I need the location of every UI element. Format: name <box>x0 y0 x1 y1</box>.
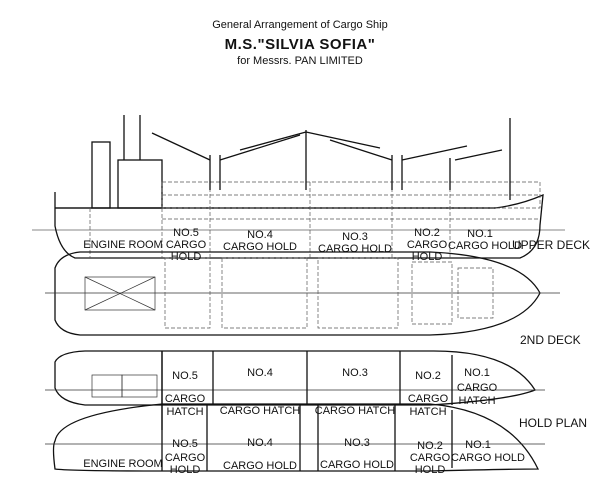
hold-no4-label: CARGO HOLD <box>223 460 297 472</box>
profile-view: ENGINE ROOM NO.5 CARGO HOLD NO.4 CARGO H… <box>32 115 565 263</box>
second-deck-label: 2ND DECK <box>520 333 581 347</box>
hold-no2-label: CARGO <box>410 452 451 464</box>
profile-no1-label: CARGO HOLD <box>448 240 522 252</box>
hold-no1-label: CARGO HOLD <box>451 452 525 464</box>
profile-no4-label: NO.4 <box>247 229 273 241</box>
upper-deck-plan: UPPER DECK <box>45 238 590 336</box>
upper-deck-label: UPPER DECK <box>512 238 590 252</box>
deck2-no2-label: HATCH <box>409 406 446 418</box>
hold-no5-label: NO.5 <box>172 438 198 450</box>
deck2-no1-label: NO.1 <box>464 367 490 379</box>
hold-no2-label: NO.2 <box>417 440 443 452</box>
cargo-derricks <box>151 118 511 200</box>
deck2-no2-label: NO.2 <box>415 370 441 382</box>
profile-no2-label: CARGO <box>407 239 448 251</box>
deck2-no3-label: CARGO HATCH <box>315 405 396 417</box>
hold-no4-label: NO.4 <box>247 437 273 449</box>
funnel <box>91 141 111 209</box>
hold-no2-label: HOLD <box>415 464 446 476</box>
superstructure <box>117 159 163 209</box>
hold-engine-room-label: ENGINE ROOM <box>83 458 162 470</box>
hold-no1-label: NO.1 <box>465 439 491 451</box>
profile-no5-label: HOLD <box>171 251 202 263</box>
deck2-no3-label: NO.3 <box>342 367 368 379</box>
profile-no3-label: CARGO HOLD <box>318 243 392 255</box>
deck2-no5-label: NO.5 <box>172 370 198 382</box>
hold-no3-label: CARGO HOLD <box>320 459 394 471</box>
second-deck-plan: 2ND DECK NO.5 CARGO HATCH NO.4 CARGO HAT… <box>45 333 581 430</box>
profile-no2-label: HOLD <box>412 251 443 263</box>
profile-no5-label: CARGO <box>166 239 207 251</box>
profile-no4-label: CARGO HOLD <box>223 241 297 253</box>
profile-engine-room-label: ENGINE ROOM <box>83 239 162 251</box>
hold-no5-label: HOLD <box>170 464 201 476</box>
profile-no2-label: NO.2 <box>414 227 440 239</box>
drawing-title: General Arrangement of Cargo Ship <box>212 19 388 31</box>
hold-plan: HOLD PLAN ENGINE ROOM NO.5 CARGO HOLD NO… <box>45 403 587 476</box>
deck2-no1-label: HATCH <box>458 395 495 407</box>
hold-no3-label: NO.3 <box>344 437 370 449</box>
deck2-no4-label: NO.4 <box>247 367 273 379</box>
hull-profile <box>54 192 544 259</box>
hold-no5-label: CARGO <box>165 452 206 464</box>
owner-line: for Messrs. PAN LIMITED <box>237 55 363 67</box>
profile-no3-label: NO.3 <box>342 231 368 243</box>
profile-no5-label: NO.5 <box>173 227 199 239</box>
deck2-no1-label: CARGO <box>457 382 498 394</box>
hold-plan-label: HOLD PLAN <box>519 416 587 430</box>
ship-name: M.S."SILVIA SOFIA" <box>224 36 376 53</box>
deck2-no4-label: CARGO HATCH <box>220 405 301 417</box>
deck2-no5-label: CARGO <box>165 393 206 405</box>
profile-no1-label: NO.1 <box>467 228 493 240</box>
deck2-no2-label: CARGO <box>408 393 449 405</box>
deck2-no5-label: HATCH <box>166 406 203 418</box>
